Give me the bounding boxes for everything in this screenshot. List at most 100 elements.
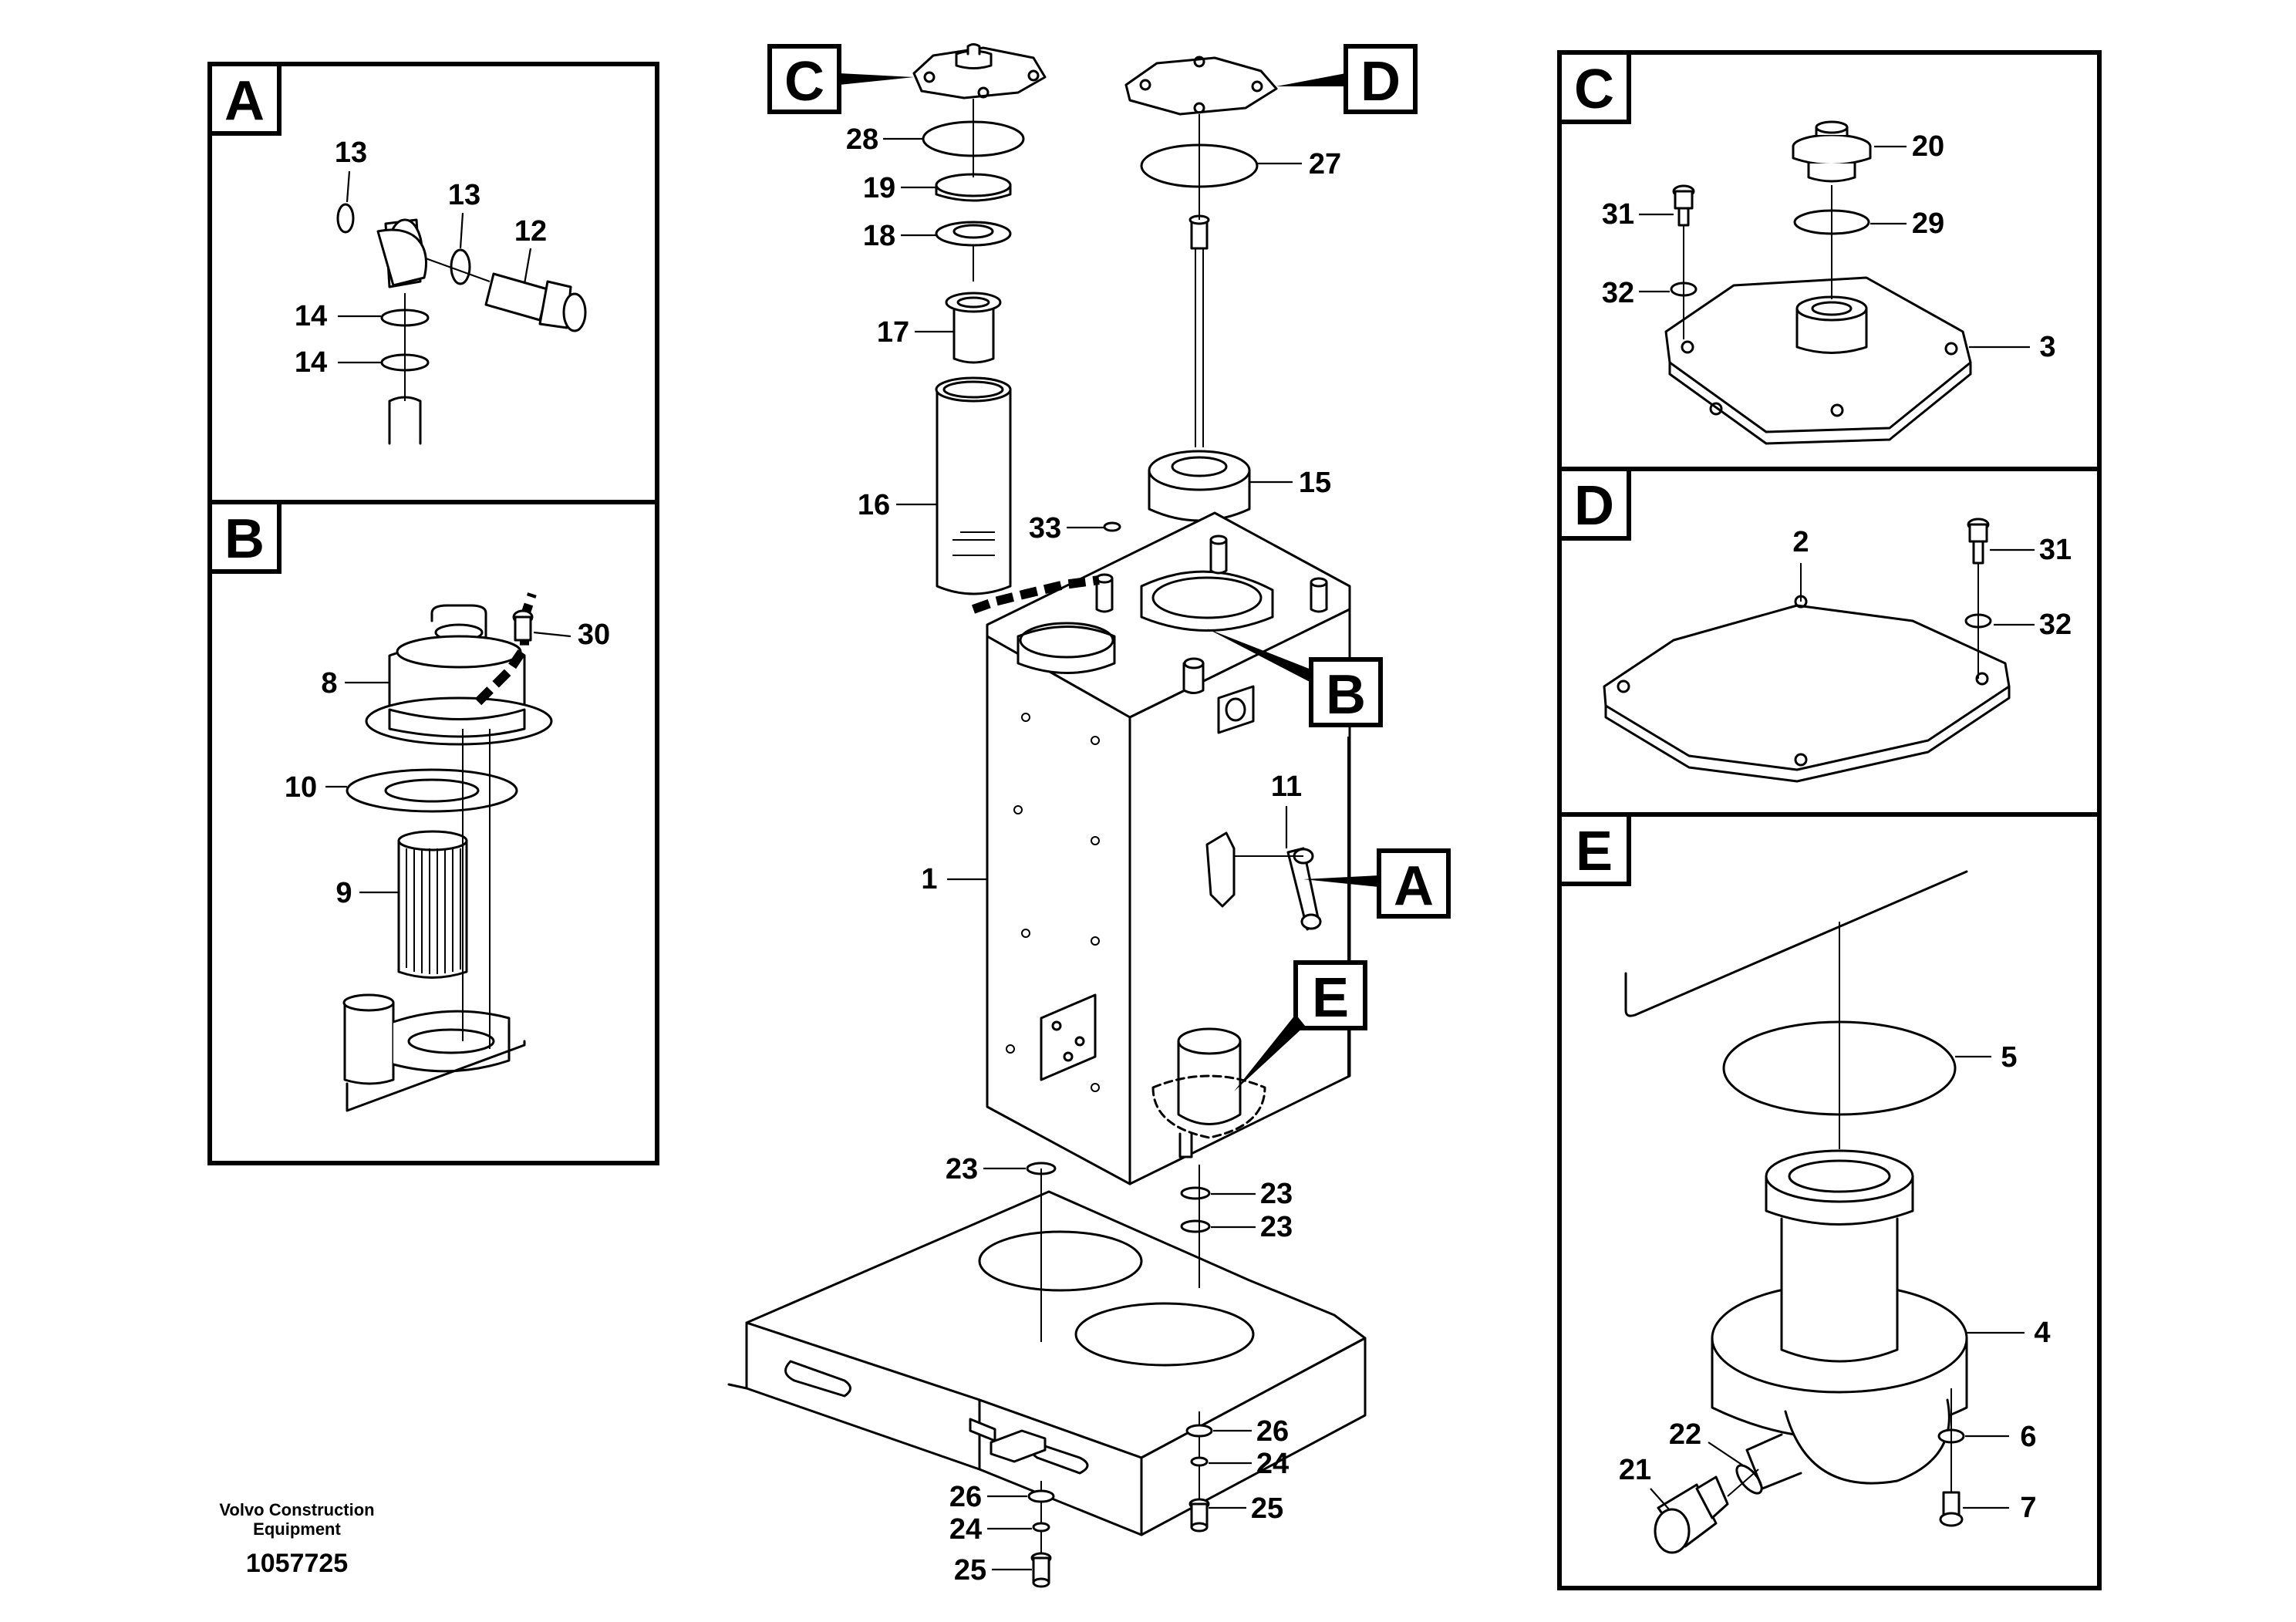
hydraulic-tank-1: [986, 511, 1351, 1185]
label-2: 2: [1792, 526, 1809, 558]
panel-b-letter: B: [224, 508, 265, 570]
label-15: 15: [1299, 467, 1331, 499]
detail-panel-b: B: [207, 500, 659, 1165]
label-23-r1: 23: [1260, 1178, 1293, 1210]
washer-24-r: [1190, 1456, 1209, 1467]
washer-23-r1: [1180, 1186, 1211, 1200]
cover-c-top: [912, 43, 1047, 99]
label-9: 9: [335, 877, 352, 909]
label-14a: 14: [295, 300, 327, 332]
label-28: 28: [846, 123, 878, 156]
callout-b-main-letter: B: [1326, 664, 1366, 726]
label-23-left: 23: [946, 1153, 978, 1185]
elbow-fitting: [336, 203, 587, 445]
label-20: 20: [1912, 130, 1944, 163]
ring-19: [935, 173, 1012, 197]
bolt-25-r: [1188, 1498, 1210, 1533]
label-22: 22: [1669, 1418, 1701, 1451]
label-29: 29: [1912, 207, 1944, 240]
element-17: [945, 292, 1002, 364]
base-frame: [727, 1190, 1367, 1536]
panel-c-letter: C: [1574, 59, 1614, 120]
label-16: 16: [858, 489, 890, 521]
label-25-l: 25: [954, 1554, 986, 1587]
detail-panel-a: A 13 13 12 14 14: [207, 62, 659, 504]
washer-26-r: [1185, 1424, 1213, 1438]
cover-plate-2: [1603, 595, 2011, 783]
panel-a-letter: A: [224, 70, 265, 132]
seal-22: [1735, 1464, 1763, 1495]
sensor-21: [1654, 1475, 1729, 1554]
footer-brand: Volvo Construction Equipment 1057725: [219, 1500, 374, 1578]
label-25-r: 25: [1251, 1492, 1283, 1525]
screw-31-d: [1967, 518, 1990, 565]
label-26-l: 26: [949, 1481, 982, 1513]
tank-wall-edge: [1624, 870, 1968, 1017]
panel-d-letter: D: [1574, 475, 1614, 537]
callout-c-main-letter: C: [784, 51, 824, 113]
brand-line-2: Equipment: [253, 1519, 341, 1539]
label-7: 7: [2020, 1492, 2036, 1524]
screw-31-c: [1672, 184, 1695, 227]
washer-24-l: [1032, 1522, 1050, 1533]
cover-d-top: [1124, 56, 1278, 116]
callout-d-main-letter: D: [1360, 51, 1401, 113]
label-24-r: 24: [1256, 1448, 1289, 1480]
plug-33: [1103, 521, 1121, 532]
cover-plate-3: [1664, 276, 1972, 445]
callout-c-main: C: [767, 44, 914, 114]
label-13a: 13: [335, 137, 367, 169]
callout-a-main: A: [1303, 848, 1451, 919]
label-6: 6: [2020, 1421, 2036, 1453]
label-14b: 14: [295, 346, 327, 379]
bolt-25-l: [1030, 1552, 1052, 1588]
panel-e-letter: E: [1576, 821, 1613, 882]
screw-7: [1939, 1491, 1964, 1527]
label-4: 4: [2034, 1317, 2050, 1349]
drawing-number: 1057725: [246, 1549, 348, 1578]
valve-18: [935, 221, 1012, 282]
label-19: 19: [863, 172, 895, 204]
filter-housing: [342, 604, 553, 1112]
callout-e-main-letter: E: [1312, 967, 1349, 1029]
label-24-l: 24: [949, 1513, 982, 1546]
callout-e-main: E: [1234, 960, 1367, 1091]
label-32-d: 32: [2039, 609, 2072, 641]
cap-20: [1792, 120, 1872, 183]
label-23-r2: 23: [1260, 1211, 1293, 1243]
label-18: 18: [863, 220, 895, 252]
label-30: 30: [578, 619, 610, 651]
label-11: 11: [1271, 771, 1302, 803]
label-21: 21: [1619, 1454, 1651, 1486]
label-5: 5: [2001, 1041, 2017, 1074]
label-8: 8: [321, 667, 337, 700]
detail-panel-e: E 5 4 6 7: [1557, 812, 2102, 1590]
label-17: 17: [877, 316, 909, 349]
callout-b-main: B: [1207, 629, 1383, 727]
detail-panel-d: D 2 31 32: [1557, 467, 2102, 817]
screw-30: [512, 609, 534, 642]
washer-23-left: [1026, 1162, 1057, 1175]
label-3: 3: [2039, 331, 2055, 363]
filter-16: [935, 376, 1012, 595]
washer-23-r2: [1180, 1219, 1211, 1233]
callout-d-main: D: [1276, 44, 1418, 114]
label-12: 12: [514, 215, 547, 248]
label-26-r: 26: [1256, 1415, 1289, 1448]
label-27: 27: [1309, 148, 1341, 180]
label-31-c: 31: [1602, 198, 1634, 231]
callout-a-main-letter: A: [1394, 855, 1434, 917]
label-31-d: 31: [2039, 534, 2072, 566]
filler-neck-4: [1711, 1149, 1968, 1490]
label-13b: 13: [448, 179, 480, 211]
label-10: 10: [285, 771, 317, 804]
label-33: 33: [1029, 512, 1061, 545]
detail-panel-c: C 20 29 31 32: [1557, 50, 2102, 471]
label-1: 1: [921, 863, 937, 895]
label-32-c: 32: [1602, 277, 1634, 309]
main-assembly: C D B A E 28 19 18 17: [727, 43, 1451, 1588]
level-sensor-15: [1148, 214, 1251, 522]
washer-26-l: [1027, 1489, 1055, 1503]
brand-line-1: Volvo Construction: [219, 1500, 374, 1519]
